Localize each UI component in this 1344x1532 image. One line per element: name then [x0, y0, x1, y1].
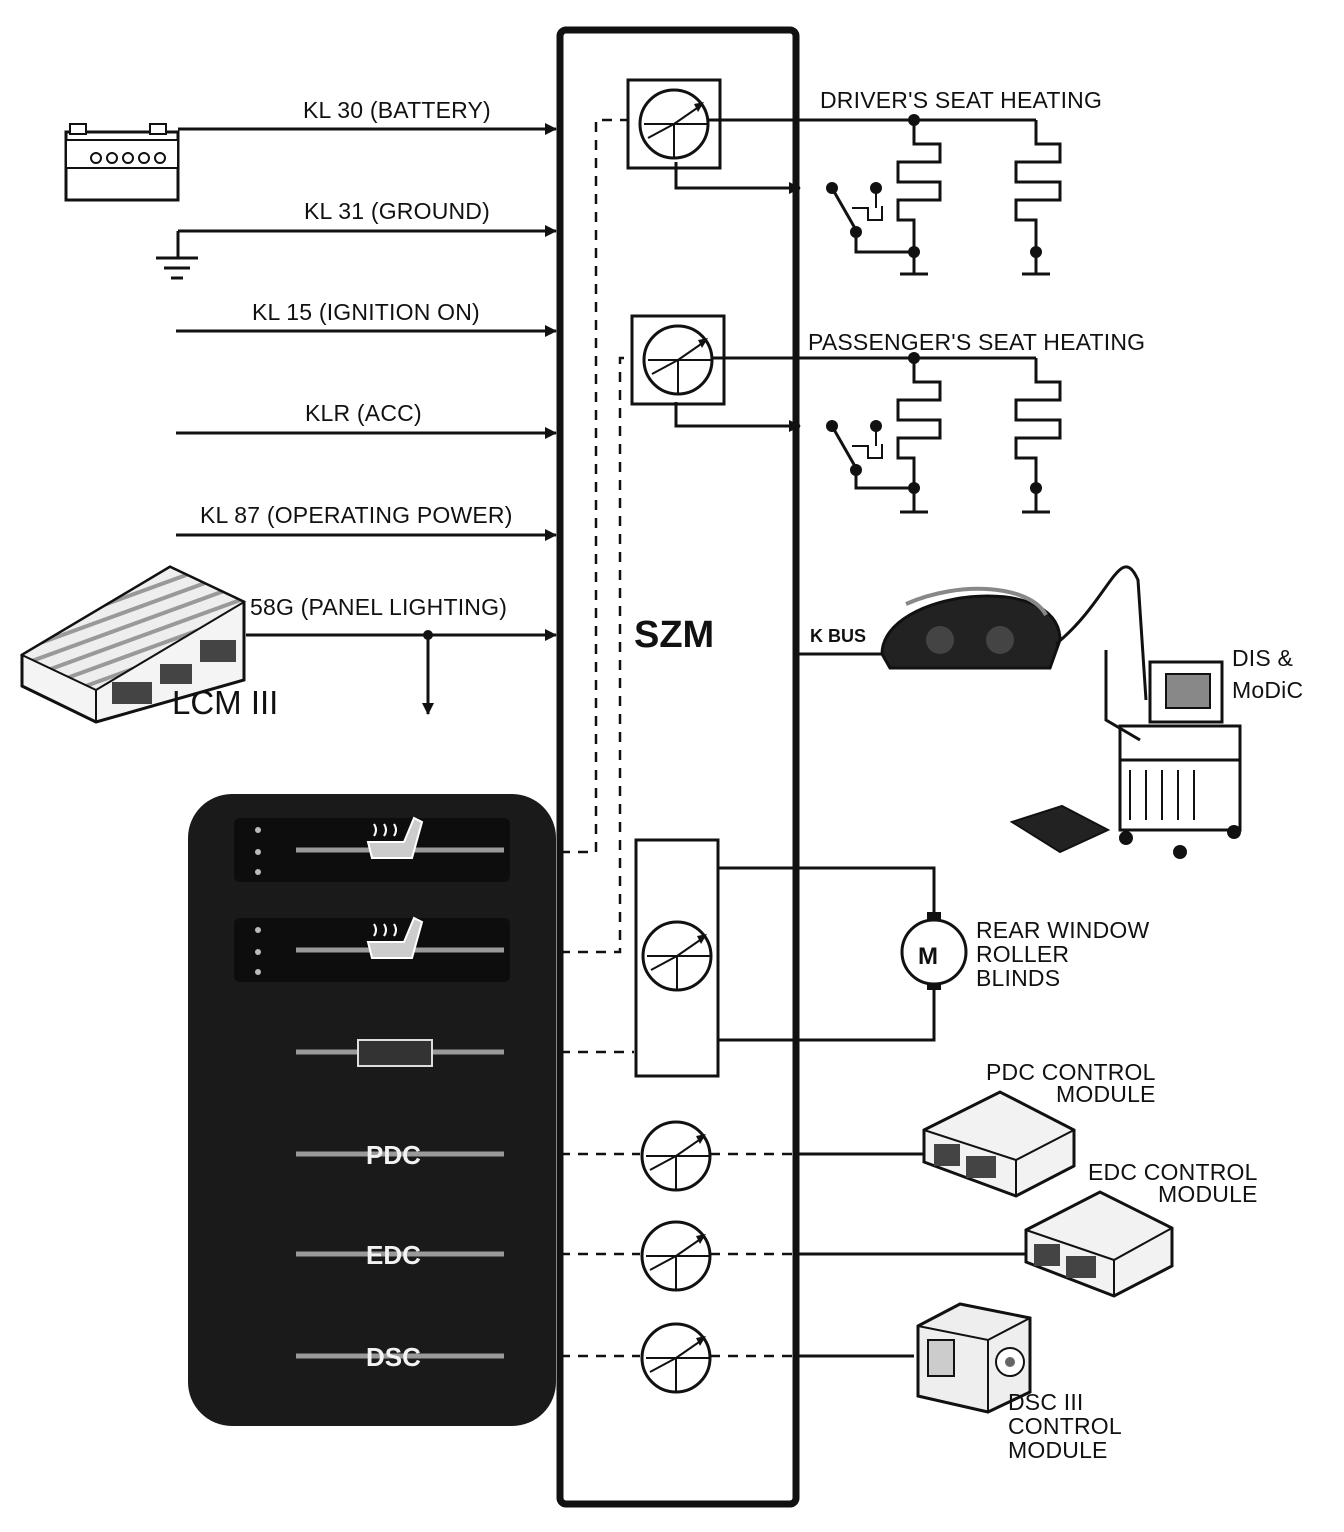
transistor-icon [640, 1120, 712, 1192]
dis-label-1: DIS & [1232, 645, 1293, 671]
passenger-seat-heating-circuit [674, 352, 1062, 514]
pdc-module-label-2: MODULE [1056, 1081, 1156, 1107]
roller-blind-icon[interactable] [357, 1039, 433, 1067]
rear-window-label-2: ROLLER [976, 941, 1069, 967]
transistor-icon [640, 1322, 712, 1394]
control-panel [188, 794, 556, 1426]
kl87-label: KL 87 (OPERATING POWER) [200, 502, 513, 528]
g58-label: 58G (PANEL LIGHTING) [250, 594, 507, 620]
transistor-icon [638, 88, 710, 160]
rear-window-label-3: BLINDS [976, 965, 1060, 991]
panel-pdc-label[interactable]: PDC [366, 1140, 421, 1170]
dsc-unit-icon [916, 1302, 1032, 1414]
module-links [710, 1152, 1030, 1358]
panel-dsc-label[interactable]: DSC [366, 1342, 421, 1372]
battery-icon [64, 123, 180, 202]
driver-seat-heating-circuit [674, 114, 1062, 276]
driver-seat-label: DRIVER'S SEAT HEATING [820, 87, 1102, 113]
kl15-label: KL 15 (IGNITION ON) [252, 299, 480, 325]
dsc-module-label-2: CONTROL [1008, 1413, 1122, 1439]
control-module-icon [1024, 1190, 1174, 1298]
transistor-icon [642, 324, 714, 396]
szm-label: SZM [634, 614, 714, 656]
transistor-icon [641, 920, 713, 992]
kl30-label: KL 30 (BATTERY) [303, 97, 491, 123]
lcm-label: LCM III [172, 684, 278, 721]
dsc-module-label-1: DSC III [1008, 1389, 1084, 1415]
motor-symbol: M [918, 943, 938, 970]
panel-edc-label[interactable]: EDC [366, 1240, 421, 1270]
dis-tester-icon [1009, 650, 1242, 859]
panel-dashed-links [560, 118, 640, 1358]
control-module-icon [922, 1090, 1076, 1198]
dis-cable [1055, 565, 1148, 701]
input-lines [176, 123, 557, 715]
passenger-seat-label: PASSENGER'S SEAT HEATING [808, 329, 1145, 355]
rear-window-label-1: REAR WINDOW [976, 917, 1150, 943]
roller-blind-circuit [718, 866, 936, 1042]
klr-label: KLR (ACC) [305, 400, 422, 426]
motor-icon [900, 912, 968, 990]
panel-indicator-leds [255, 827, 261, 975]
seat-heating-icon [366, 816, 424, 859]
dsc-module-label-3: MODULE [1008, 1437, 1108, 1463]
kl31-label: KL 31 (GROUND) [304, 198, 490, 224]
dis-label-2: MoDiC [1232, 677, 1303, 703]
kbus-label: K BUS [810, 626, 866, 646]
transistor-icon [640, 1220, 712, 1292]
instrument-cluster-icon [880, 586, 1062, 670]
edc-module-label-1: EDC CONTROL [1088, 1159, 1258, 1185]
seat-heating-icon [366, 916, 424, 959]
pdc-module-label-1: PDC CONTROL [986, 1059, 1156, 1085]
edc-module-label-2: MODULE [1158, 1181, 1258, 1207]
ground-symbol-icon [156, 231, 198, 280]
lcm-module-icon [19, 565, 247, 724]
